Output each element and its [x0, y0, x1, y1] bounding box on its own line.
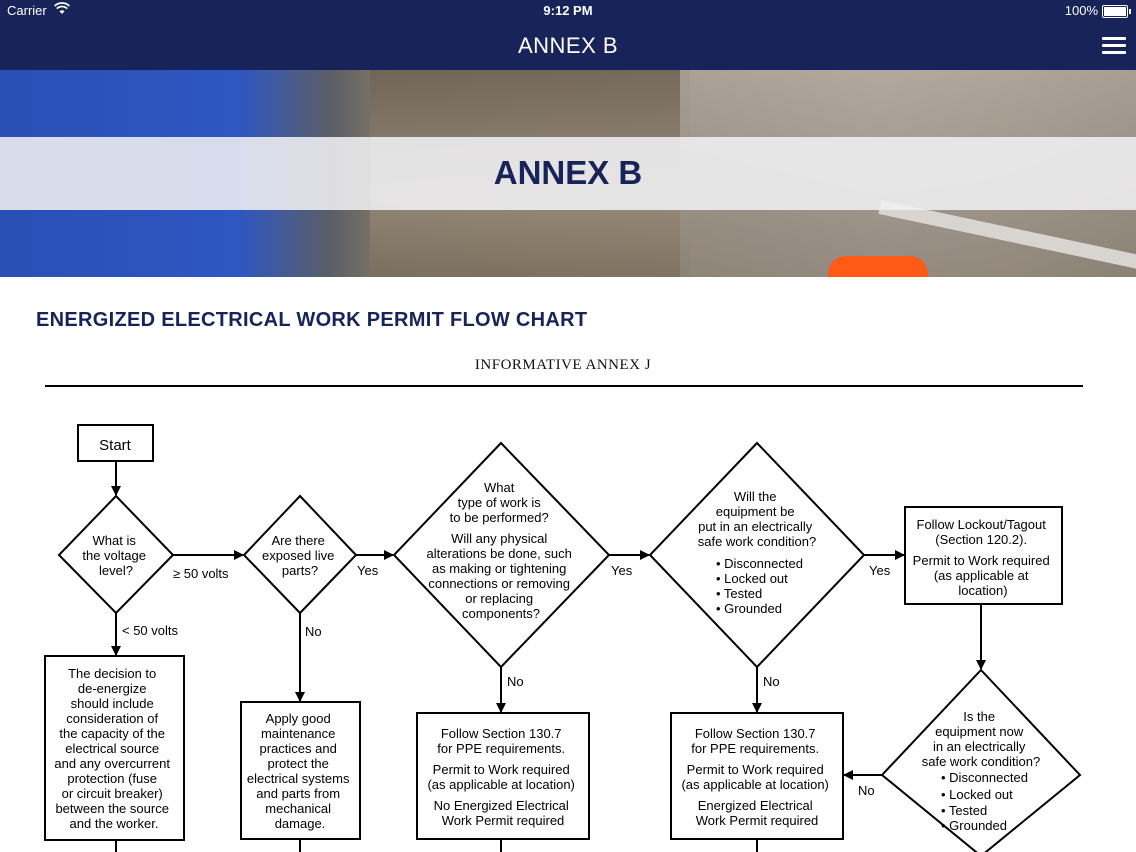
label-lt50: < 50 volts: [122, 623, 179, 638]
label-no-3: No: [763, 674, 780, 689]
label-yes-2: Yes: [611, 563, 633, 578]
label-no-1: No: [305, 624, 322, 639]
maintenance-text: Apply good maintenance practices and pro…: [247, 711, 353, 831]
voltage-question: What is the voltage level?: [82, 533, 149, 578]
carrier-label: Carrier: [7, 3, 47, 18]
permit-flowchart: Start What is the voltage level? Are the…: [44, 424, 1082, 852]
now-safe-list: • Disconnected • Locked out • Tested • G…: [941, 770, 1032, 833]
now-safe-decision: [880, 668, 1082, 852]
deenergize-box: [44, 655, 185, 841]
battery-percent: 100%: [1064, 3, 1098, 18]
hero-title: ANNEX B: [493, 154, 643, 191]
work-type-question: What type of work is to be performed? Wi…: [427, 480, 576, 621]
maintenance-box: [240, 701, 361, 840]
hero-banner: ANNEX B: [0, 70, 1136, 277]
nav-bar: ANNEX B: [0, 22, 1136, 70]
start-label: Start: [99, 437, 132, 454]
safe-list: • Disconnected • Locked out • Tested • G…: [716, 556, 807, 616]
ppe-2-text: Follow Section 130.7 for PPE requirement…: [681, 726, 832, 828]
lockout-box: [904, 506, 1063, 605]
flowchart-header: INFORMATIVE ANNEX J: [474, 357, 652, 373]
deenergize-text: The decision to de-energize should inclu…: [54, 666, 173, 831]
safe-condition-decision: [648, 441, 866, 669]
hamburger-menu-icon[interactable]: [1102, 35, 1126, 55]
hero-title-band: [0, 137, 1136, 210]
label-no-4: No: [858, 783, 875, 798]
lockout-text: Follow Lockout/Tagout (Section 120.2). P…: [913, 517, 1054, 598]
clock: 9:12 PM: [543, 3, 593, 18]
safe-condition-question: Will the equipment be put in an electric…: [698, 489, 817, 549]
ppe-box-1: [416, 712, 590, 840]
battery-icon: [1102, 5, 1131, 18]
label-no-2: No: [507, 674, 524, 689]
header-rule: [45, 385, 1083, 387]
now-safe-question: Is the equipment now in an electrically …: [922, 709, 1041, 769]
nav-title: ANNEX B: [517, 33, 619, 58]
status-bar: Carrier 9:12 PM 100%: [0, 0, 1136, 22]
exposed-question: Are there exposed live parts?: [262, 533, 338, 578]
start-box: [77, 424, 154, 462]
label-ge50: ≥ 50 volts: [173, 566, 229, 581]
label-yes-3: Yes: [869, 563, 891, 578]
label-yes-1: Yes: [357, 563, 379, 578]
section-title: ENERGIZED ELECTRICAL WORK PERMIT FLOW CH…: [36, 309, 588, 331]
ppe-1-text: Follow Section 130.7 for PPE requirement…: [427, 726, 578, 828]
wifi-icon: [53, 2, 71, 19]
